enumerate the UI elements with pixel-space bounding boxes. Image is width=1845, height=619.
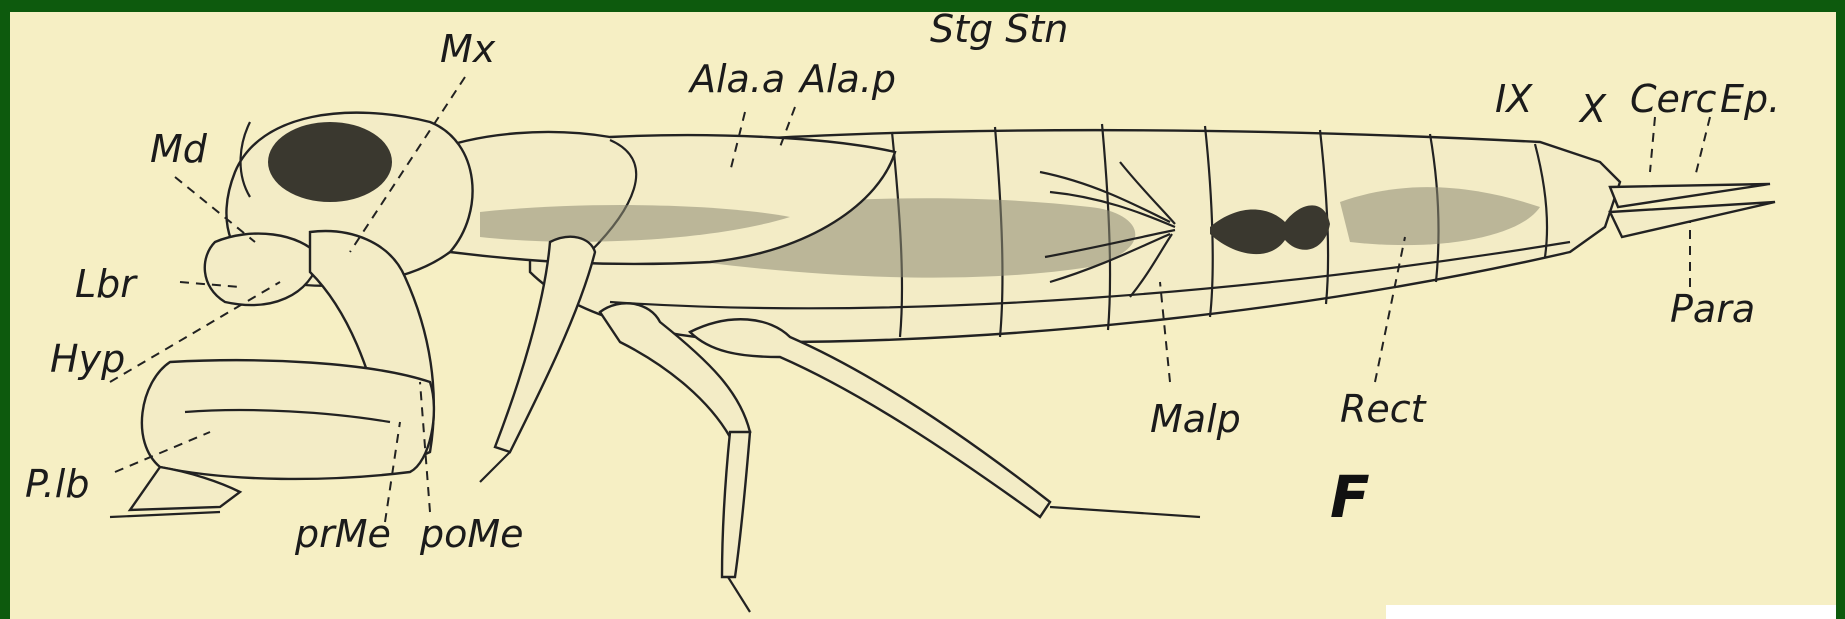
label-stg-stn: Stg Stn (930, 12, 1068, 51)
label-md: Md (150, 127, 208, 171)
label-prme: prMe (294, 512, 391, 556)
label-lbr: Lbr (75, 262, 138, 306)
label-ix: IX (1495, 77, 1533, 121)
figure-letter: F (1330, 463, 1370, 531)
label-x: X (1578, 87, 1607, 131)
label-cerc: Cerc (1630, 77, 1717, 121)
hind-leg (600, 303, 1200, 612)
label-hyp: Hyp (50, 337, 125, 381)
illustration-plate: Stg Stn Mx Ala.a Ala.p IX X Cerc Ep. Md … (10, 12, 1836, 619)
label-ala-a: Ala.a (687, 57, 785, 101)
label-ala-p: Ala.p (797, 57, 896, 101)
label-rect: Rect (1340, 387, 1428, 431)
scan-edge-patch (1386, 605, 1836, 619)
compound-eye (268, 122, 392, 202)
label-mx: Mx (440, 27, 496, 71)
label-plb: P.lb (25, 462, 89, 506)
label-epi: Ep. (1720, 77, 1780, 121)
label-para: Para (1670, 287, 1755, 331)
insect-anatomy-diagram: Stg Stn Mx Ala.a Ala.p IX X Cerc Ep. Md … (10, 12, 1836, 619)
label-pome: poMe (419, 512, 524, 556)
foreleg (110, 360, 434, 517)
label-malp: Malp (1150, 397, 1241, 441)
